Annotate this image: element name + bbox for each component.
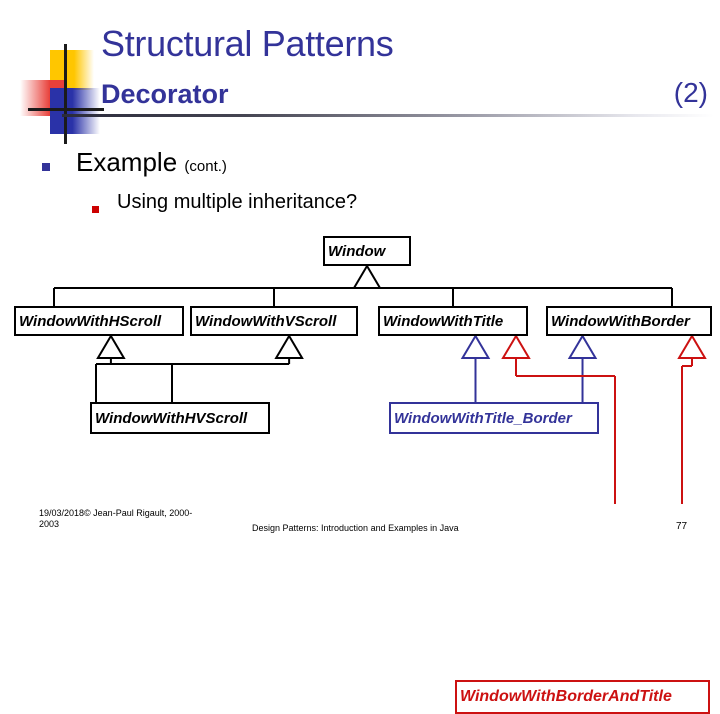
uml-class-window-with-title: WindowWithTitle	[378, 306, 528, 336]
slide-counter: (2)	[673, 77, 708, 108]
footer-copyright-line2: 2003	[39, 519, 60, 529]
diagram-connectors	[53, 264, 707, 504]
uml-class-label: WindowWithHVScroll	[95, 409, 248, 427]
uml-class-label: WindowWithTitle	[383, 312, 504, 330]
inheritance-arrowhead	[567, 334, 598, 359]
inheritance-arrowhead	[460, 334, 491, 359]
uml-class-label: WindowWithHScroll	[19, 312, 162, 330]
bullet-level1-note: (cont.)	[184, 158, 227, 175]
uml-class-window: Window	[323, 236, 411, 266]
bullet-marker-level1	[42, 163, 50, 171]
uml-class-window-with-border: WindowWithBorder	[546, 306, 712, 336]
header-divider	[62, 114, 714, 117]
bullet-marker-level2	[92, 206, 99, 213]
logo-blue-square	[50, 88, 100, 134]
inheritance-arrowhead	[274, 334, 304, 359]
uml-class-window-with-hscroll: WindowWithHScroll	[14, 306, 184, 336]
footer-course-title: Design Patterns: Introduction and Exampl…	[252, 523, 459, 533]
slide-title: Structural Patterns	[101, 23, 394, 64]
uml-class-window-with-vscroll: WindowWithVScroll	[190, 306, 358, 336]
uml-class-label: WindowWithBorder	[551, 312, 690, 330]
logo-vertical-rule	[64, 44, 67, 144]
bullet-text-level2: Using multiple inheritance?	[117, 191, 358, 213]
inheritance-arrowhead	[96, 334, 126, 359]
slide-logo	[18, 44, 114, 144]
uml-class-label: WindowWithTitle_Border	[394, 409, 572, 427]
logo-horizontal-rule	[28, 108, 104, 111]
footer-copyright: 19/03/2018© Jean-Paul Rigault, 2000- 200…	[39, 508, 239, 530]
uml-class-label: WindowWithVScroll	[195, 312, 337, 330]
uml-class-window-with-border-title: WindowWithBorderAndTitle	[455, 680, 710, 714]
uml-class-label: Window	[328, 242, 386, 260]
bullet-text-level1: Example (cont.)	[76, 147, 227, 178]
footer-page-number: 77	[676, 521, 688, 532]
slide-subtitle: Decorator	[101, 79, 229, 109]
inheritance-arrowhead	[501, 334, 531, 359]
inheritance-arrowhead	[677, 334, 707, 359]
uml-class-window-with-hvscroll: WindowWithHVScroll	[90, 402, 270, 434]
uml-class-label: WindowWithBorderAndTitle	[460, 688, 672, 705]
bullet-level1-main: Example	[76, 147, 185, 177]
inheritance-arrowhead	[352, 264, 382, 289]
footer-copyright-line1: 19/03/2018© Jean-Paul Rigault, 2000-	[39, 508, 193, 518]
uml-class-window-with-title-border: WindowWithTitle_Border	[389, 402, 599, 434]
